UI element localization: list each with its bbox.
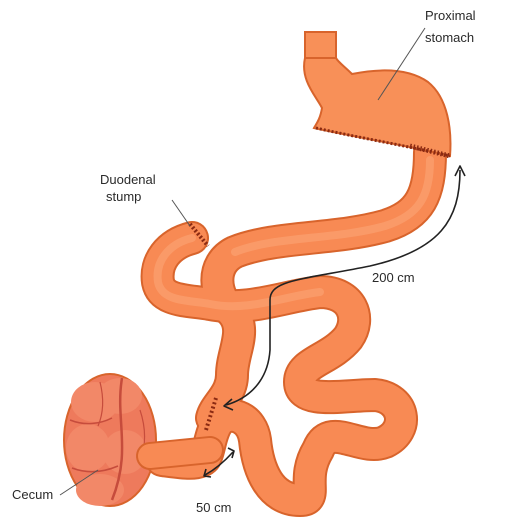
duodenal-stump-label-line2: stump [106,189,141,204]
distance-50cm-label: 50 cm [196,500,231,515]
ileocecal-segment [150,450,210,456]
proximal-stomach-label-line1: Proximal [425,8,476,23]
stomach-tube [305,32,336,60]
cecum [64,374,156,506]
duodenal-stump-leader [172,200,190,226]
distance-200cm-label: 200 cm [372,270,415,285]
cecum-label: Cecum [12,487,53,502]
duodenal-stump-label-line1: Duodenal [100,172,156,187]
proximal-stomach-label-line2: stomach [425,30,474,45]
proximal-stomach [304,58,450,156]
